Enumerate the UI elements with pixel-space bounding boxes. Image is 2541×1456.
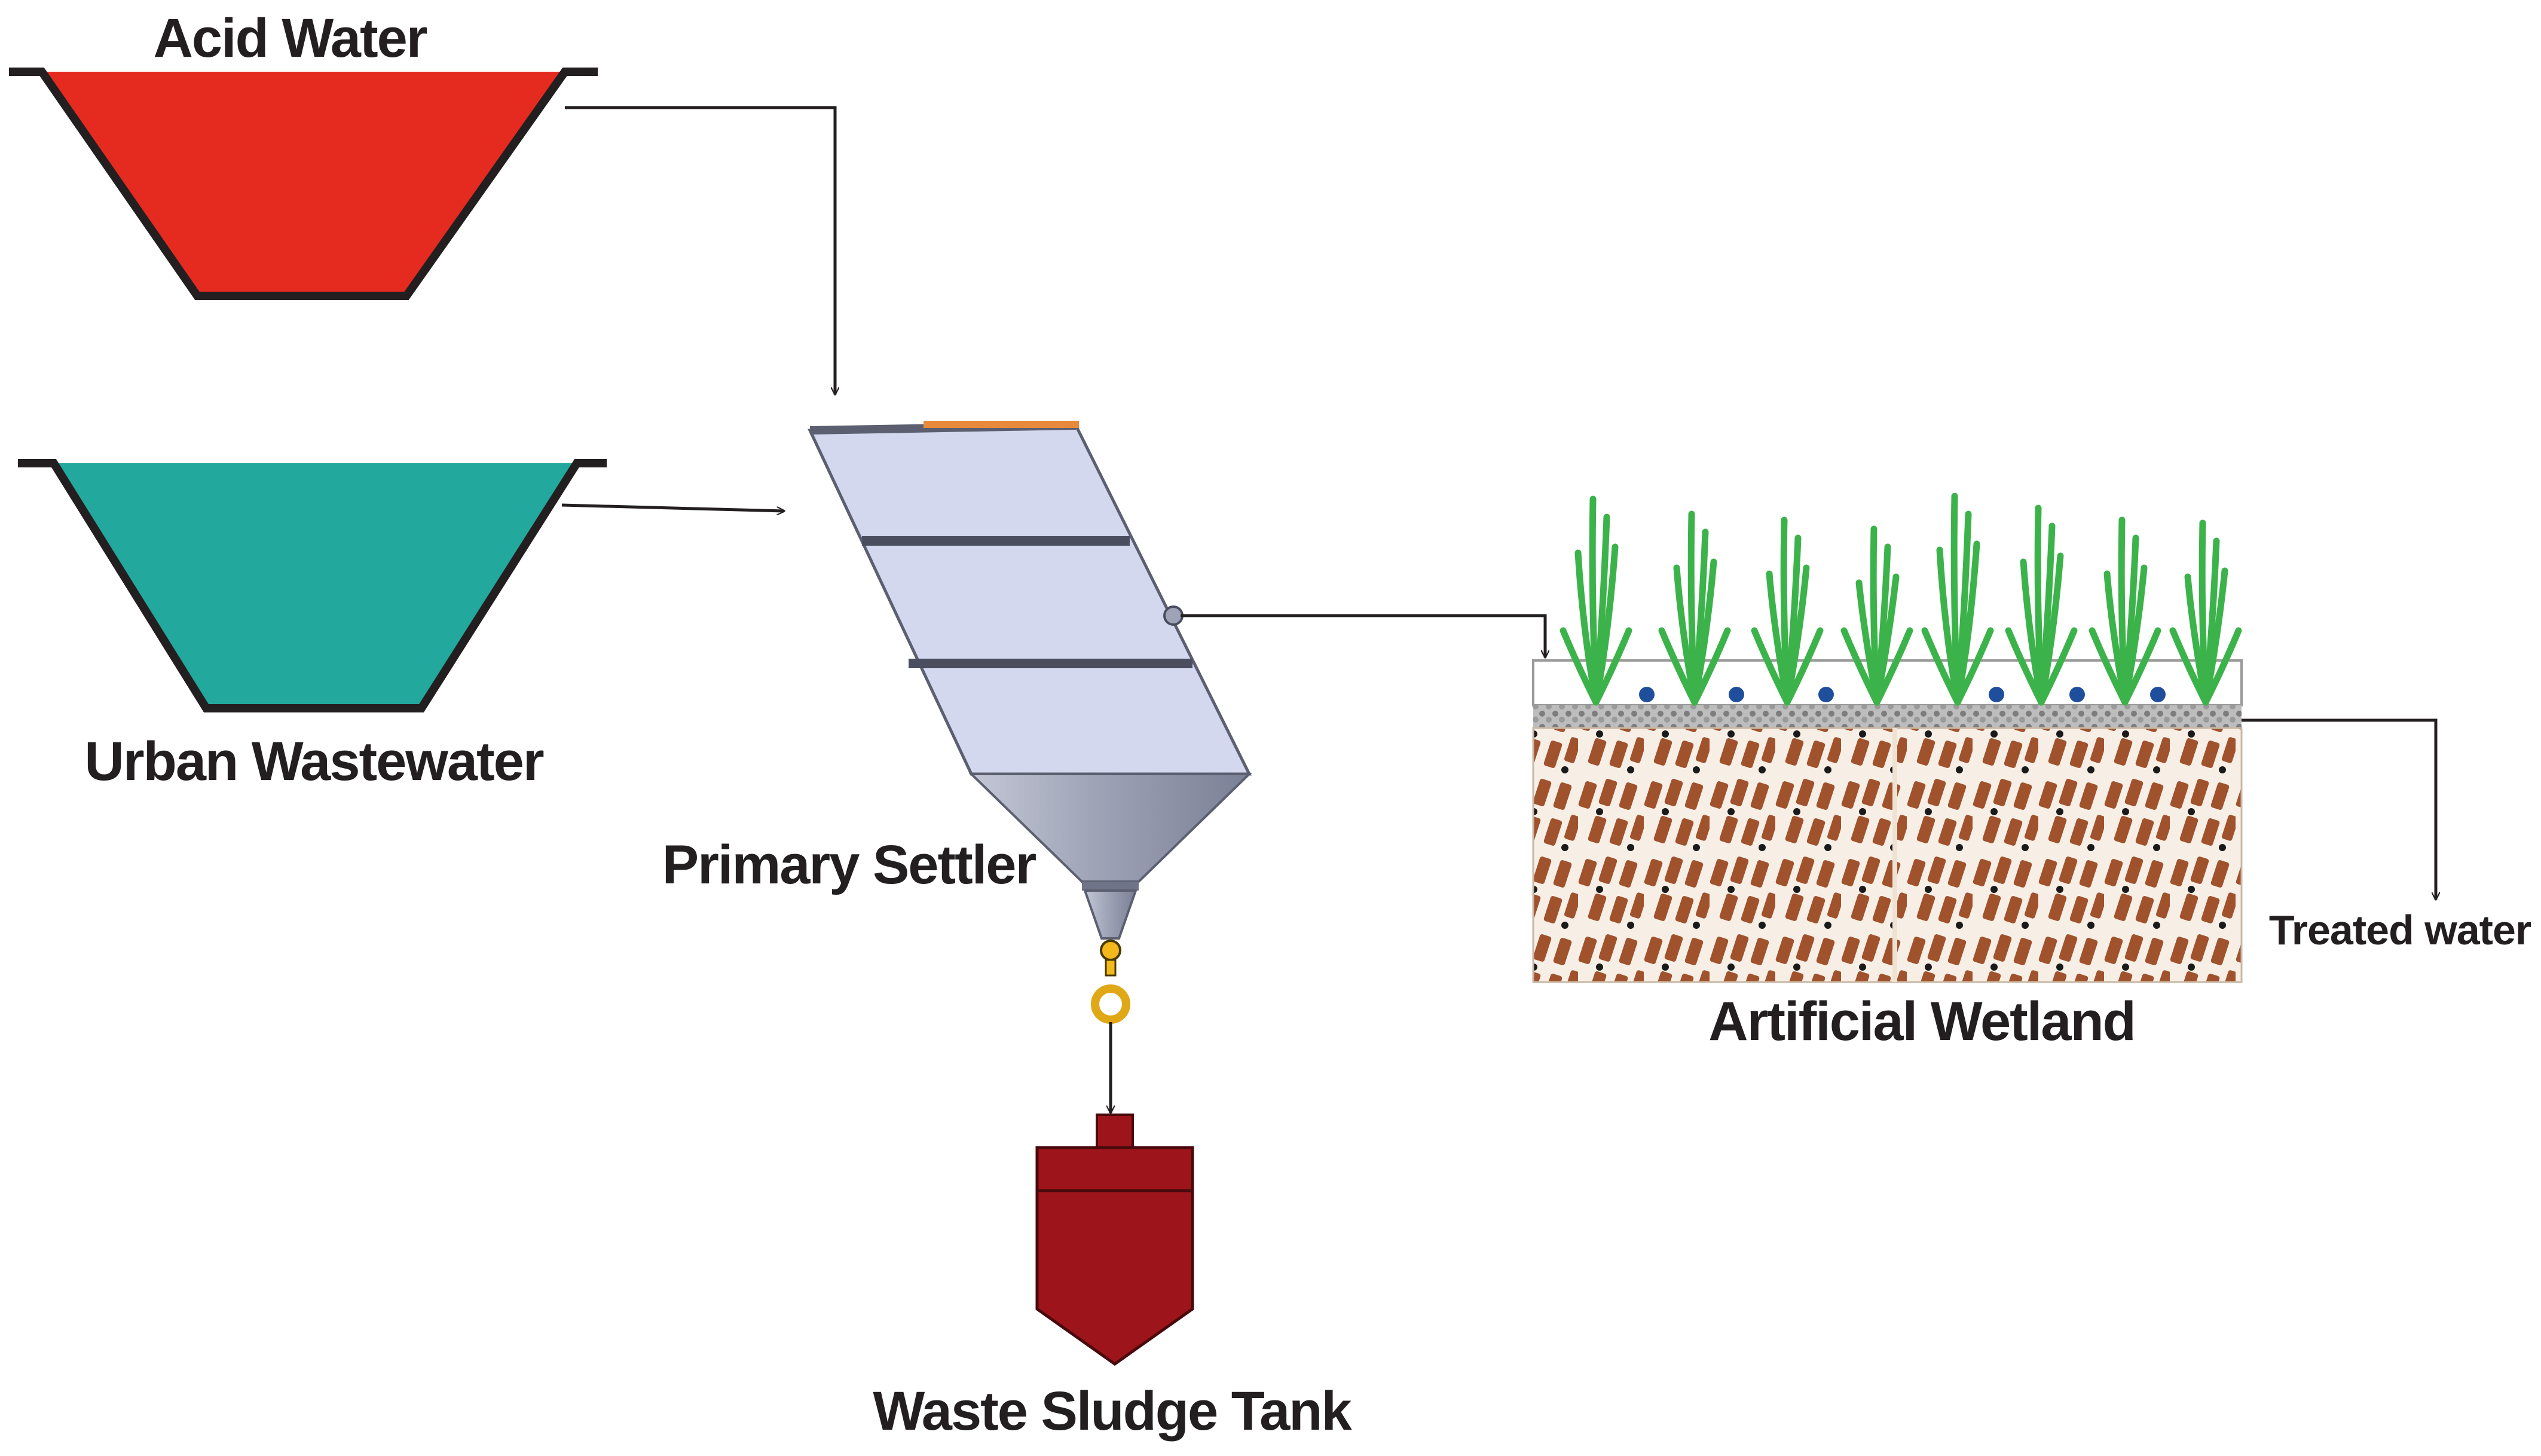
settler-lid — [924, 421, 1079, 428]
urban-wastewater-label: Urban Wastewater — [84, 731, 543, 792]
water-drop-1 — [1639, 687, 1655, 702]
artificial-wetland — [1532, 493, 2243, 983]
plant-2 — [1658, 510, 1731, 706]
water-drop-4 — [1989, 687, 2004, 702]
flow-arrow-acid-to-settler — [565, 106, 835, 394]
waste-sludge-tank — [1035, 1114, 1194, 1366]
plant-3 — [1751, 516, 1824, 706]
water-drop-3 — [1818, 687, 1834, 702]
acid-water-basin — [9, 68, 598, 300]
plant-1 — [1560, 495, 1632, 706]
flow-arrow-wetland-to-treated — [2242, 718, 2436, 900]
plant-5 — [1921, 493, 1994, 706]
urban-wastewater-fill — [54, 463, 577, 708]
acid-water-fill — [42, 72, 565, 296]
plant-8 — [2169, 519, 2242, 706]
plant-4 — [1840, 525, 1913, 706]
flow-arrow-settler-to-wetland — [1181, 614, 1545, 657]
settler-valve — [1091, 984, 1130, 1024]
primary-settler — [808, 421, 1252, 1024]
water-drop-2 — [1729, 687, 1744, 702]
acid-water-label: Acid Water — [153, 8, 427, 69]
urban-wastewater-basin — [18, 459, 607, 712]
treated-water-label: Treated water — [2269, 907, 2531, 953]
wetland-soil-layer — [1532, 727, 2243, 983]
settler-body — [808, 424, 1252, 776]
waste-sludge-tank-label: Waste Sludge Tank — [873, 1381, 1352, 1442]
primary-settler-label: Primary Settler — [662, 834, 1036, 895]
plant-6 — [2005, 504, 2078, 706]
plant-7 — [2089, 516, 2161, 706]
sludge-tank-body — [1035, 1146, 1194, 1366]
wetland-water-drops — [1639, 687, 2166, 702]
artificial-wetland-label: Artificial Wetland — [1708, 991, 2135, 1052]
wetland-plants — [1560, 493, 2242, 706]
wetland-gravel-layer — [1533, 705, 2242, 728]
water-drop-6 — [2150, 687, 2166, 702]
water-drop-5 — [2069, 687, 2085, 702]
flow-arrow-urban-to-settler — [561, 503, 784, 511]
